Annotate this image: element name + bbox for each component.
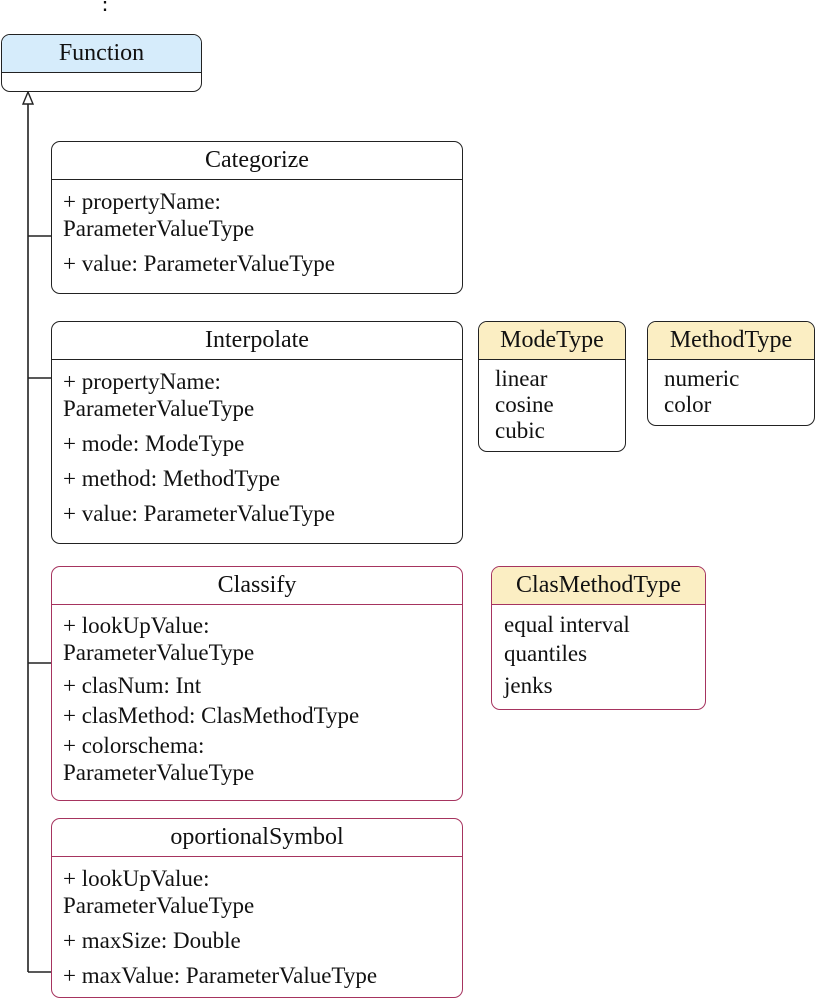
attribute-list: + lookUpValue: ParameterValueType + clas…: [52, 605, 462, 800]
attribute: + maxSize: Double: [63, 928, 241, 953]
class-name: oportionalSymbol: [52, 819, 462, 857]
enum-literal: quantiles: [504, 641, 588, 666]
class-function[interactable]: Function: [1, 34, 202, 92]
enum-name: ClasMethodType: [492, 567, 705, 605]
attribute: + maxValue: ParameterValueType: [63, 963, 378, 988]
class-function-name: Function: [2, 35, 201, 73]
literal-list: numeric color: [648, 360, 814, 424]
attribute: + method: MethodType: [63, 466, 281, 491]
attribute: + value: ParameterValueType: [63, 501, 335, 526]
attribute: + clasMethod: ClasMethodType: [63, 703, 360, 728]
class-categorize[interactable]: Categorize + propertyName: ParameterValu…: [51, 141, 463, 294]
enum-literal: numeric: [664, 366, 740, 391]
enum-literal: equal interval: [504, 612, 630, 637]
attribute-list: + lookUpValue: ParameterValueType + maxS…: [52, 857, 462, 997]
attribute: + propertyName: ParameterValueType: [63, 369, 255, 421]
class-classify[interactable]: Classify + lookUpValue: ParameterValueTy…: [51, 566, 463, 801]
enum-name: MethodType: [648, 322, 814, 360]
enum-literal: cubic: [495, 418, 545, 443]
generalization-arrowhead: [21, 90, 35, 105]
attribute: + propertyName: ParameterValueType: [63, 189, 255, 241]
attribute: + mode: ModeType: [63, 431, 245, 456]
enum-literal: jenks: [504, 673, 553, 698]
attribute: + lookUpValue: ParameterValueType: [63, 613, 255, 665]
attribute: + lookUpValue: ParameterValueType: [63, 866, 255, 918]
continuation-ellipsis-icon: ⋮: [94, 0, 116, 14]
enum-clasmethodtype[interactable]: ClasMethodType equal interval quantiles …: [491, 566, 706, 710]
literal-list: linear cosine cubic: [479, 360, 625, 450]
enum-methodtype[interactable]: MethodType numeric color: [647, 321, 815, 426]
class-name: Categorize: [52, 142, 462, 180]
enum-literal: color: [664, 392, 712, 417]
enum-literal: cosine: [495, 392, 554, 417]
class-proportional-symbol[interactable]: oportionalSymbol + lookUpValue: Paramete…: [51, 818, 463, 998]
literal-list: equal interval quantiles jenks: [492, 605, 705, 705]
class-name: Interpolate: [52, 322, 462, 360]
class-interpolate[interactable]: Interpolate + propertyName: ParameterVal…: [51, 321, 463, 544]
attribute-list: + propertyName: ParameterValueType + val…: [52, 180, 462, 291]
enum-literal: linear: [495, 366, 548, 391]
class-name: Classify: [52, 567, 462, 605]
attribute: + colorschema: ParameterValueType: [63, 733, 255, 785]
enum-modetype[interactable]: ModeType linear cosine cubic: [478, 321, 626, 452]
attribute: + clasNum: Int: [63, 673, 202, 698]
attribute: + value: ParameterValueType: [63, 251, 335, 276]
attribute-list: + propertyName: ParameterValueType + mod…: [52, 360, 462, 541]
enum-name: ModeType: [479, 322, 625, 360]
